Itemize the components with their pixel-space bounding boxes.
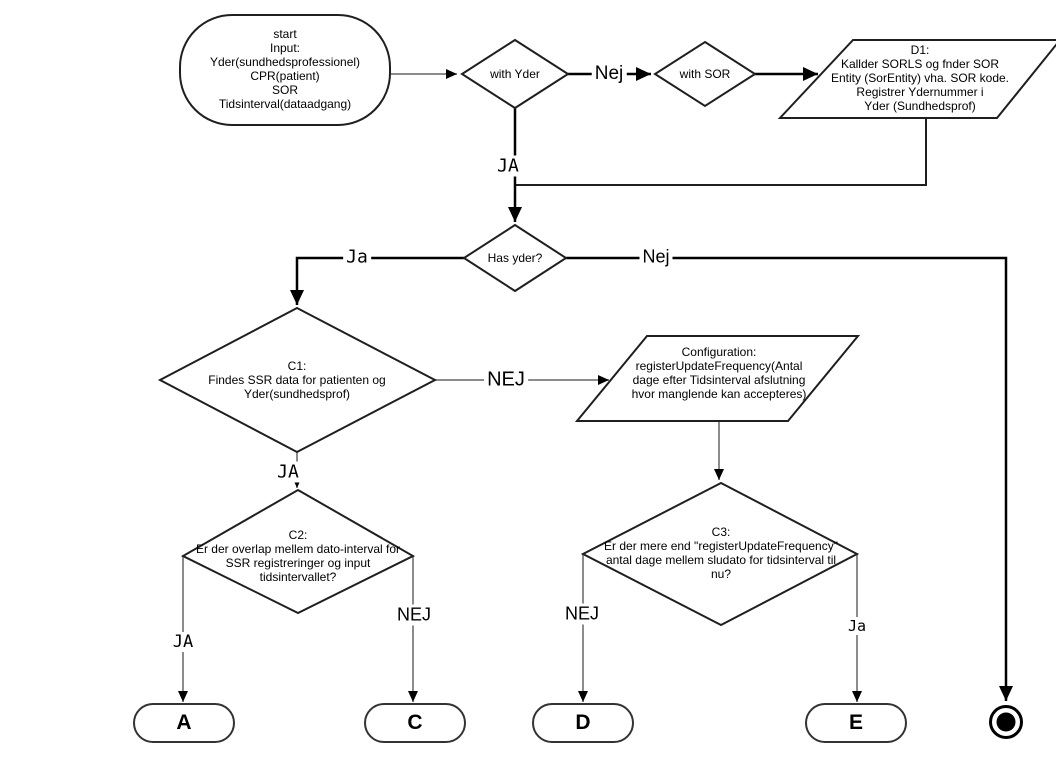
terminal-d-shape xyxy=(532,703,634,743)
with-sor-decision-shape xyxy=(653,40,757,108)
configuration-data-shape xyxy=(574,335,861,422)
edge-label-c3-ja: Ja xyxy=(844,617,870,635)
terminal-e-label: E xyxy=(848,711,863,734)
edge-d1-elbow-to-ja-line xyxy=(516,118,927,186)
has-yder-decision-shape xyxy=(462,223,568,293)
with-yder-decision-shape xyxy=(460,38,570,110)
terminal-a-label: A xyxy=(176,711,192,734)
edge-label-c3-nej: NEJ xyxy=(561,603,603,625)
end-state-inner-circle xyxy=(996,712,1016,732)
d1-data-shape xyxy=(777,39,1056,119)
terminal-c-shape xyxy=(364,703,466,743)
edge-label-with-yder-ja: JA xyxy=(494,155,522,177)
c2-decision-shape xyxy=(180,488,416,615)
edge-label-c1-nej: NEJ xyxy=(484,368,528,392)
terminal-e-shape xyxy=(805,703,907,743)
terminal-a-shape xyxy=(133,703,235,743)
terminal-d-label: D xyxy=(575,711,591,734)
edge-label-with-yder-nej: Nej xyxy=(591,63,627,85)
edge-label-has-yder-ja: Ja xyxy=(343,246,371,268)
edge-label-c1-ja: JA xyxy=(274,461,302,483)
edge-has-yder-nej-to-end xyxy=(566,256,1013,701)
edge-label-c2-nej: NEJ xyxy=(393,604,435,626)
c1-decision-shape xyxy=(157,306,438,454)
edge-has-yder-ja-to-c1 xyxy=(290,256,464,305)
c3-decision-shape xyxy=(580,481,860,627)
terminal-c-label: C xyxy=(407,711,423,734)
edge-label-c2-ja: JA xyxy=(169,632,197,652)
start-node-shape xyxy=(179,14,391,126)
edge-label-has-yder-nej: Nej xyxy=(639,246,673,268)
